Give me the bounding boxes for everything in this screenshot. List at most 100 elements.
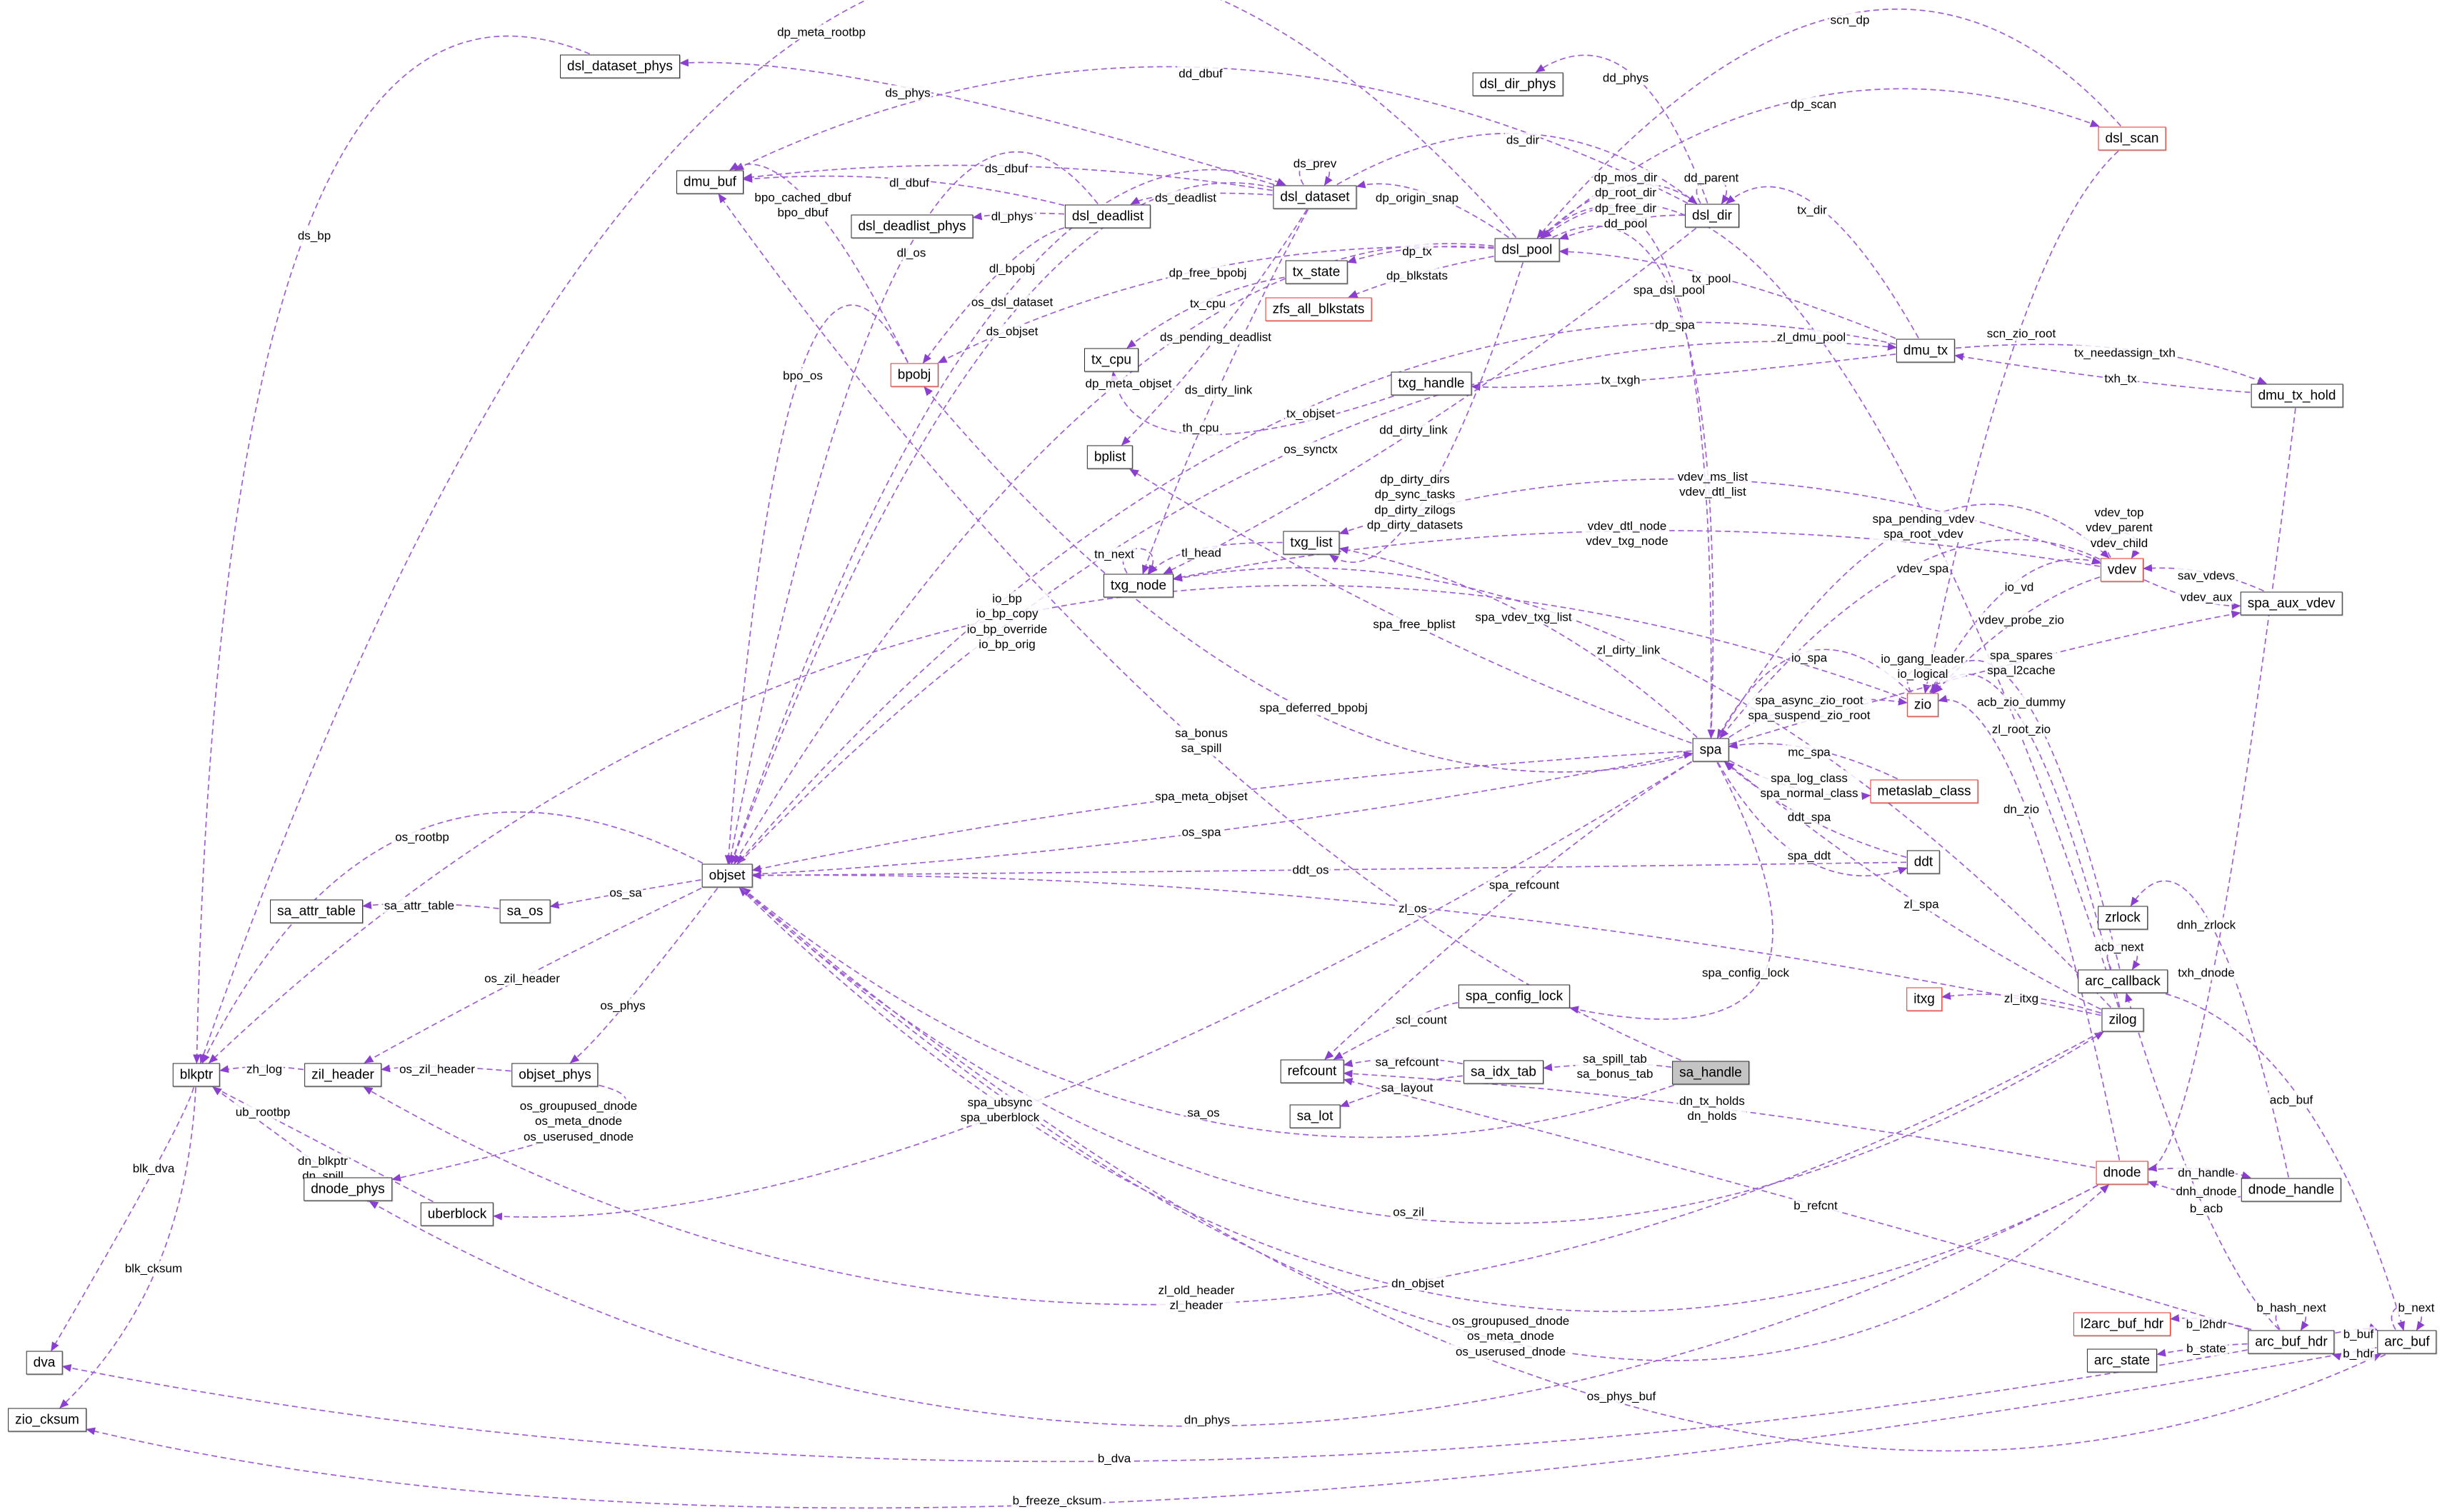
- node-arc_buf_hdr[interactable]: arc_buf_hdr: [2248, 1330, 2335, 1354]
- edge-blkptr-dva: [51, 1087, 194, 1352]
- node-bpobj[interactable]: bpobj: [890, 363, 939, 387]
- edge-label-dp_meta_objset: dp_meta_objset: [1084, 376, 1174, 391]
- node-sa_handle[interactable]: sa_handle: [1672, 1061, 1749, 1085]
- node-zilog[interactable]: zilog: [2101, 1008, 2144, 1032]
- node-zil_header[interactable]: zil_header: [304, 1063, 381, 1087]
- node-objset[interactable]: objset: [701, 863, 753, 888]
- node-arc_state[interactable]: arc_state: [2086, 1348, 2158, 1373]
- edge-label-os_dsl_dataset: os_dsl_dataset: [969, 294, 1055, 310]
- edge-label-b_buf: b_buf: [2341, 1326, 2376, 1342]
- node-ddt[interactable]: ddt: [1906, 850, 1941, 874]
- edge-arc_buf-arc_buf: [2391, 1304, 2425, 1331]
- node-sa_os[interactable]: sa_os: [499, 899, 551, 923]
- edge-label-dnh_zrlock: dnh_zrlock: [2175, 917, 2238, 933]
- edge-sa_handle-objset: [741, 887, 1675, 1138]
- edge-objset-blkptr: [201, 811, 704, 1064]
- node-arc_buf[interactable]: arc_buf: [2377, 1330, 2437, 1354]
- edge-zio-zio: [1906, 667, 1941, 694]
- node-refcount[interactable]: refcount: [1280, 1059, 1344, 1083]
- node-dva[interactable]: dva: [26, 1351, 63, 1375]
- edge-label-tl_head: tl_head: [1180, 545, 1223, 561]
- node-dsl_deadlist[interactable]: dsl_deadlist: [1064, 204, 1151, 229]
- node-spa_config_lock[interactable]: spa_config_lock: [1458, 984, 1571, 1008]
- edge-label-dl_os: dl_os: [895, 245, 928, 261]
- edge-label-spa_dsl_pool: spa_dsl_pool: [1631, 282, 1707, 298]
- node-txg_list[interactable]: txg_list: [1283, 531, 1340, 555]
- edge-dsl_dataset-objset: [731, 182, 1273, 865]
- node-sa_attr_table[interactable]: sa_attr_table: [270, 899, 363, 923]
- edge-label-zl_spa: zl_spa: [1902, 896, 1941, 912]
- node-blkptr[interactable]: blkptr: [172, 1063, 221, 1087]
- edge-label-dd_parent: dd_parent: [1682, 170, 1741, 186]
- edge-spa-spa_config_lock: [1569, 762, 1773, 1020]
- node-zio[interactable]: zio: [1906, 693, 1939, 717]
- node-l2arc_buf_hdr[interactable]: l2arc_buf_hdr: [2073, 1312, 2171, 1336]
- edge-arc_callback-arc_buf: [2165, 993, 2406, 1331]
- node-dmu_tx[interactable]: dmu_tx: [1896, 339, 1956, 363]
- edge-label-ds_deadlist: ds_deadlist: [1153, 190, 1219, 206]
- node-dsl_scan[interactable]: dsl_scan: [2098, 126, 2166, 151]
- edge-sa_handle-dmu_buf: [718, 193, 1681, 1061]
- edge-label-os_zil_header: os_zil_header: [398, 1061, 476, 1077]
- edge-label-acb_buf: acb_buf: [2268, 1092, 2315, 1108]
- edge-label-ub_rootbp: ub_rootbp: [234, 1104, 292, 1120]
- node-dsl_dir[interactable]: dsl_dir: [1685, 204, 1739, 228]
- node-uberblock[interactable]: uberblock: [420, 1202, 494, 1226]
- node-sa_lot[interactable]: sa_lot: [1289, 1104, 1341, 1128]
- node-tx_cpu[interactable]: tx_cpu: [1084, 348, 1139, 372]
- node-vdev[interactable]: vdev: [2100, 558, 2144, 582]
- node-tx_state[interactable]: tx_state: [1285, 260, 1348, 284]
- node-bplist[interactable]: bplist: [1086, 445, 1134, 469]
- node-dnode[interactable]: dnode: [2096, 1161, 2148, 1185]
- node-dsl_pool[interactable]: dsl_pool: [1494, 238, 1560, 262]
- node-zfs_all_blkstats[interactable]: zfs_all_blkstats: [1265, 297, 1372, 321]
- edge-vdev-txg_node: [1173, 530, 2101, 581]
- edge-label-ds_prev: ds_prev: [1291, 156, 1338, 171]
- edge-dsl_dir-dsl_dir: [1696, 178, 1730, 205]
- node-objset_phys[interactable]: objset_phys: [511, 1063, 599, 1087]
- edge-label-b_dva: b_dva: [1096, 1451, 1133, 1466]
- edge-label-tx_cpu: tx_cpu: [1188, 296, 1228, 311]
- node-dmu_tx_hold[interactable]: dmu_tx_hold: [2251, 384, 2343, 408]
- node-txg_handle[interactable]: txg_handle: [1391, 371, 1472, 396]
- edge-label-spa_vdev_txg_list: spa_vdev_txg_list: [1473, 609, 1573, 625]
- edge-dsl_dataset-dsl_deadlist: [1130, 192, 1273, 205]
- edge-label-b_refcnt: b_refcnt: [1792, 1198, 1839, 1213]
- edge-dsl_scan-zio: [1923, 150, 2119, 694]
- edge-dsl_dataset-dsl_dataset: [1298, 159, 1333, 186]
- edge-dsl_deadlist-bpobj: [922, 227, 1065, 364]
- edge-label-zl_itxg: zl_itxg: [2002, 991, 2041, 1006]
- edge-label-dn_zio: dn_zio: [2001, 801, 2041, 817]
- node-zio_cksum[interactable]: zio_cksum: [8, 1408, 86, 1432]
- node-spa_aux_vdev[interactable]: spa_aux_vdev: [2240, 591, 2343, 616]
- node-dsl_dir_phys[interactable]: dsl_dir_phys: [1472, 72, 1563, 96]
- node-itxg[interactable]: itxg: [1906, 987, 1942, 1011]
- node-dsl_deadlist_phys[interactable]: dsl_deadlist_phys: [851, 214, 974, 239]
- edge-dsl_dataset-bplist: [1121, 209, 1308, 446]
- edge-label-vdev_probe_zio: vdev_probe_zio: [1976, 612, 2066, 628]
- edge-label-dn_objset: dn_objset: [1390, 1276, 1446, 1291]
- node-metaslab_class[interactable]: metaslab_class: [1870, 779, 1978, 803]
- node-dmu_buf[interactable]: dmu_buf: [676, 170, 744, 194]
- node-txg_node[interactable]: txg_node: [1103, 574, 1174, 598]
- edge-label-dd_pool: dd_pool: [1602, 216, 1649, 231]
- node-dsl_dataset[interactable]: dsl_dataset: [1273, 185, 1357, 209]
- node-sa_idx_tab[interactable]: sa_idx_tab: [1463, 1060, 1543, 1084]
- node-dnode_handle[interactable]: dnode_handle: [2241, 1178, 2342, 1202]
- edge-label-ds_bp: ds_bp: [296, 228, 333, 244]
- edge-arc_buf-zio_cksum: [86, 1346, 2377, 1509]
- node-zrlock[interactable]: zrlock: [2098, 906, 2148, 930]
- node-arc_callback[interactable]: arc_callback: [2078, 969, 2168, 993]
- node-dsl_dataset_phys[interactable]: dsl_dataset_phys: [560, 54, 680, 79]
- node-dnode_phys[interactable]: dnode_phys: [304, 1177, 392, 1201]
- edge-label-sa_layout: sa_layout: [1379, 1080, 1435, 1096]
- edge-arc_buf_hdr-arc_callback: [2125, 992, 2280, 1331]
- node-spa[interactable]: spa: [1692, 738, 1729, 762]
